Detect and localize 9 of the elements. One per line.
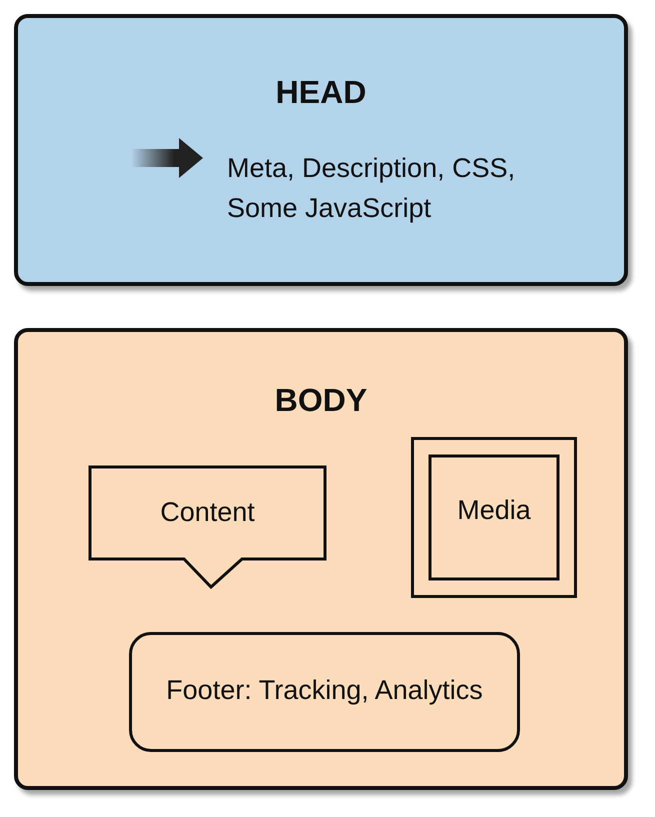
head-section-box xyxy=(14,14,628,286)
section-heading: BODY xyxy=(274,382,368,419)
body-section-box xyxy=(14,328,628,790)
box-label: Content xyxy=(159,497,256,528)
box-label: Media xyxy=(456,495,532,526)
rounded-box xyxy=(129,632,520,752)
box-label: Footer: Tracking, Analytics xyxy=(165,675,484,706)
section-heading: HEAD xyxy=(274,74,368,111)
description-text: Meta, Description, CSS, Some JavaScript xyxy=(227,152,516,225)
